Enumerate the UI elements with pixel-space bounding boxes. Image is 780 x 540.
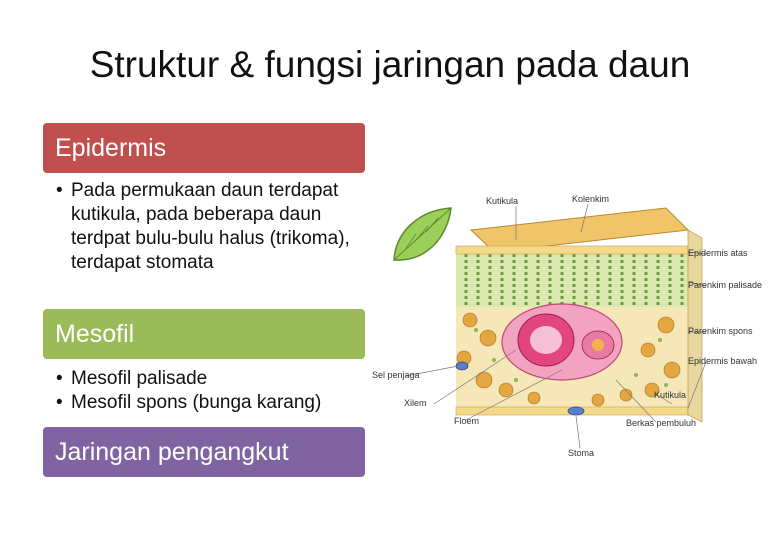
slide-title: Struktur & fungsi jaringan pada daun <box>89 44 691 85</box>
label-xilem: Xilem <box>404 398 427 408</box>
list-item: Pada permukaan daun terdapat kutikula, p… <box>56 179 356 275</box>
section-heading-mesofil: Mesofil <box>43 309 365 359</box>
tissue-block <box>455 207 703 423</box>
section-heading-epidermis: Epidermis <box>43 123 365 173</box>
stoma-icon <box>567 406 585 416</box>
label-sel-penjaga: Sel penjaga <box>372 370 420 380</box>
label-floem: Floem <box>454 416 479 426</box>
mesofil-bullets: Mesofil palisade Mesofil spons (bunga ka… <box>56 367 356 415</box>
section-heading-jaringan-pengangkut: Jaringan pengangkut <box>43 427 365 477</box>
label-stoma: Stoma <box>568 448 594 458</box>
leaf-cross-section-diagram: Kutikula Kolenkim Epidermis atas Parenki… <box>372 194 762 458</box>
guard-cell-icon <box>455 361 469 371</box>
label-parenkim-spons: Parenkim spons <box>688 326 753 336</box>
list-item: Mesofil spons (bunga karang) <box>56 391 356 415</box>
leaf-icon <box>393 207 452 261</box>
label-epidermis-bawah: Epidermis bawah <box>688 356 757 366</box>
epidermis-bullets: Pada permukaan daun terdapat kutikula, p… <box>56 179 356 275</box>
list-item: Mesofil palisade <box>56 367 356 391</box>
label-kolenkim: Kolenkim <box>572 194 609 204</box>
label-kutikula-top: Kutikula <box>486 196 518 206</box>
vascular-bundle <box>501 303 623 381</box>
label-parenkim-palisade: Parenkim palisade <box>688 280 762 290</box>
label-epidermis-atas: Epidermis atas <box>688 248 748 258</box>
label-kutikula-bottom: Kutikula <box>654 390 686 400</box>
label-berkas-pembuluh: Berkas pembuluh <box>626 418 696 428</box>
